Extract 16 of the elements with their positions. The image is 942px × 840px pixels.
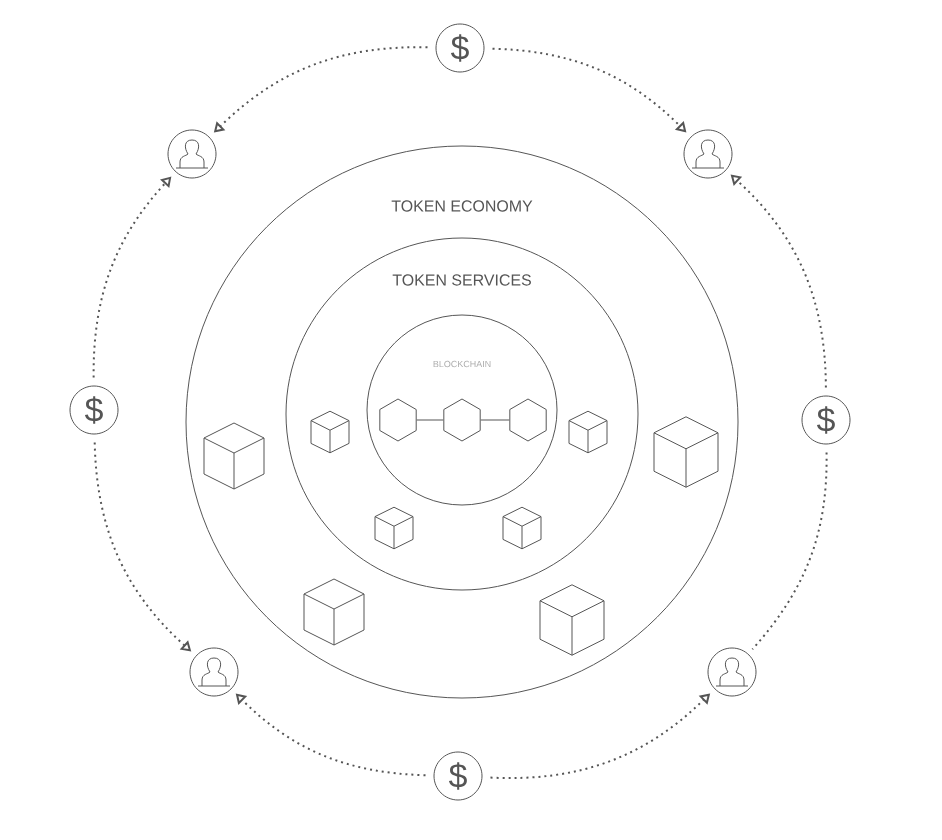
user-icon <box>707 647 757 697</box>
dollar-coin: $ <box>433 751 483 801</box>
user-icon <box>167 129 217 179</box>
dollar-coin: $ <box>435 23 485 73</box>
dollar-coin: $ <box>69 385 119 435</box>
user-icon <box>189 647 239 697</box>
arrow <box>491 47 687 133</box>
arrow <box>92 176 172 379</box>
hexagon <box>443 398 481 442</box>
dollar-coin: $ <box>801 395 851 445</box>
hexagon <box>379 398 417 442</box>
chain-link <box>480 419 510 421</box>
user-icon <box>683 129 733 179</box>
hexagon <box>509 398 547 442</box>
arrow <box>730 174 827 389</box>
chain-link <box>416 419 444 421</box>
